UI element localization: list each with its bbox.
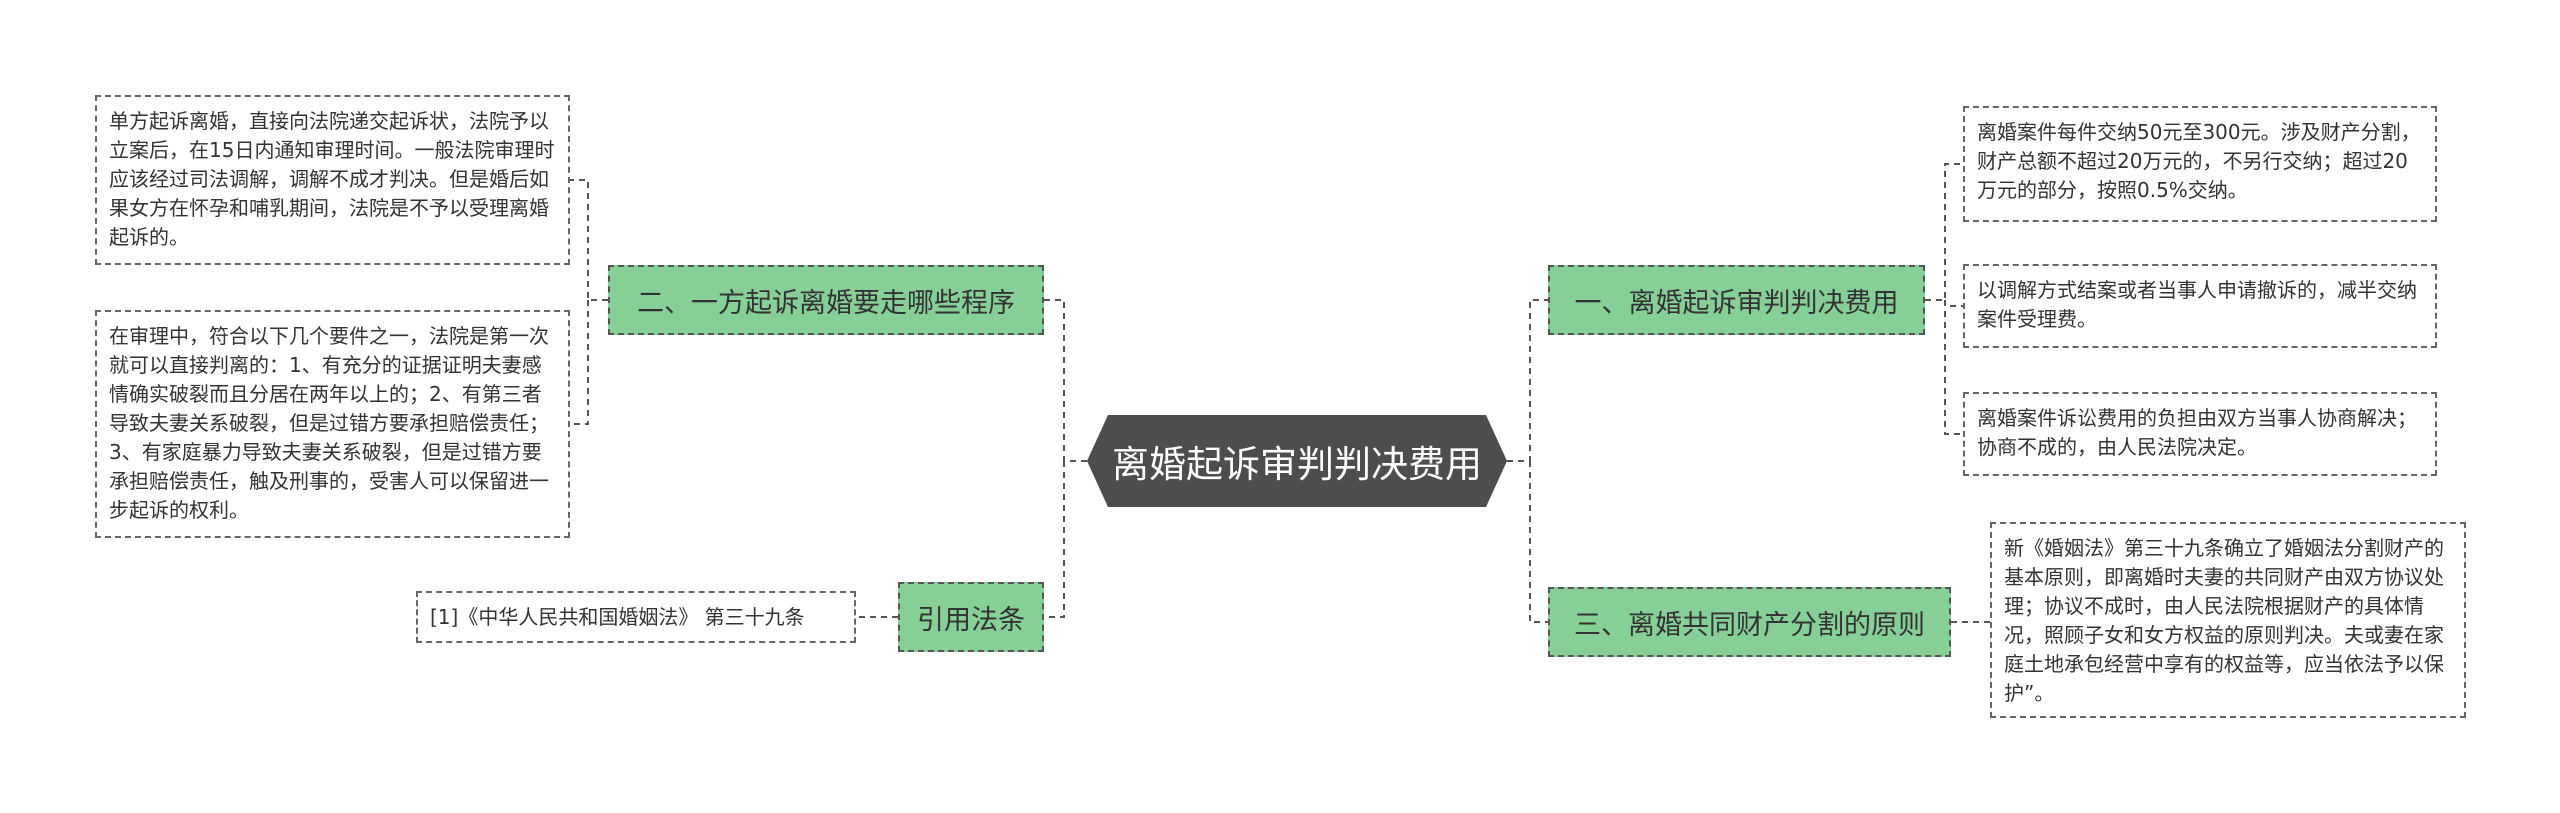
leaf-fee-half: 以调解方式结案或者当事人申请撤诉的，减半交纳案件受理费。 — [1963, 264, 2437, 348]
leaf-procedure-conditions-text: 在审理中，符合以下几个要件之一，法院是第一次就可以直接判离的：1、有充分的证据证… — [109, 324, 549, 522]
branch-fee[interactable]: 一、离婚起诉审判判决费用 — [1548, 265, 1925, 335]
connector-root-b1 — [1507, 299, 1548, 462]
leaf-property-principle-text: 新《婚姻法》第三十九条确立了婚姻法分割财产的基本原则，即离婚时夫妻的共同财产由双… — [1990, 522, 2466, 718]
branch-procedure[interactable]: 二、一方起诉离婚要走哪些程序 — [608, 265, 1044, 335]
branch-fee-label: 一、离婚起诉审判判决费用 — [1574, 287, 1899, 319]
leaf-fee-burden: 离婚案件诉讼费用的负担由双方当事人协商解决；协商不成的，由人民法院决定。 — [1963, 392, 2437, 476]
branch-cited-law[interactable]: 引用法条 — [898, 582, 1044, 652]
branch-procedure-label: 二、一方起诉离婚要走哪些程序 — [637, 287, 1015, 319]
leaf-property-principle-body: 新《婚姻法》第三十九条确立了婚姻法分割财产的基本原则，即离婚时夫妻的共同财产由双… — [2004, 536, 2444, 705]
leaf-fee-burden-text: 离婚案件诉讼费用的负担由双方当事人协商解决；协商不成的，由人民法院决定。 — [1977, 406, 2417, 459]
connector-root-b4 — [1044, 461, 1065, 618]
root-topic-label: 离婚起诉审判判决费用 — [1112, 443, 1482, 486]
leaf-procedure-filing-text: 单方起诉离婚，直接向法院递交起诉状，法院予以立案后，在15日内通知审理时间。一般… — [109, 109, 555, 249]
connector-b2-leaves — [570, 179, 608, 425]
connector-b1-leaves — [1925, 163, 1963, 435]
connector-root-b2 — [1044, 299, 1087, 462]
branch-cited-law-label: 引用法条 — [917, 604, 1025, 636]
leaf-procedure-conditions: 在审理中，符合以下几个要件之一，法院是第一次就可以直接判离的：1、有充分的证据证… — [95, 310, 570, 538]
leaf-fee-half-text: 以调解方式结案或者当事人申请撤诉的，减半交纳案件受理费。 — [1977, 278, 2417, 331]
leaf-cited-law-text: [1]《中华人民共和国婚姻法》 第三十九条 — [430, 605, 805, 629]
leaf-fee-amount-text: 离婚案件每件交纳50元至300元。涉及财产分割，财产总额不超过20万元的，不另行… — [1977, 120, 2421, 202]
leaf-fee-amount: 离婚案件每件交纳50元至300元。涉及财产分割，财产总额不超过20万元的，不另行… — [1963, 106, 2437, 222]
branch-property-principle-label: 三、离婚共同财产分割的原则 — [1574, 609, 1925, 641]
connector-root-b3 — [1529, 461, 1548, 623]
root-topic[interactable]: 离婚起诉审判判决费用 — [1087, 415, 1507, 507]
leaf-cited-law-item: [1]《中华人民共和国婚姻法》 第三十九条 — [416, 591, 856, 643]
leaf-procedure-filing: 单方起诉离婚，直接向法院递交起诉状，法院予以立案后，在15日内通知审理时间。一般… — [95, 95, 570, 265]
branch-property-principle[interactable]: 三、离婚共同财产分割的原则 — [1548, 587, 1951, 657]
